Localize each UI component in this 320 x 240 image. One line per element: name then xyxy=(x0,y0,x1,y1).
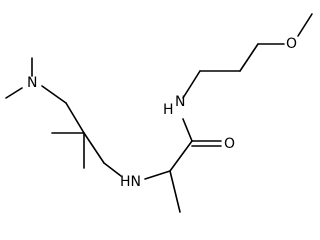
bond-calpha-methyl xyxy=(169,170,181,213)
atom-n-amine: HN xyxy=(120,174,141,190)
atom-n-amide-h: H xyxy=(163,102,174,118)
bond-nh-calpha xyxy=(144,170,171,180)
atom-n-dimethyl: N xyxy=(27,75,37,91)
bond-ccarbonyl-namide xyxy=(182,118,193,142)
bond-methyl-left xyxy=(5,87,23,99)
bond-namide-ch2 xyxy=(182,70,201,99)
bond-ch2-ch2b xyxy=(239,43,259,72)
bond-oether-methyl xyxy=(297,13,313,37)
structure-diagram: N HN N H O O xyxy=(5,13,313,213)
atom-o-ether: O xyxy=(286,36,297,52)
bond-calpha-ccarbonyl xyxy=(169,140,193,172)
bond-ch2-nh xyxy=(103,162,122,177)
bond-ch2-cquat xyxy=(65,102,85,134)
atom-n-amide: N xyxy=(175,94,185,110)
bond-n-ch2 xyxy=(41,85,67,104)
bond-cquat-ch2 xyxy=(83,132,105,164)
atom-o-carbonyl: O xyxy=(224,136,235,152)
molecule-svg: N HN N H O O xyxy=(5,13,313,213)
